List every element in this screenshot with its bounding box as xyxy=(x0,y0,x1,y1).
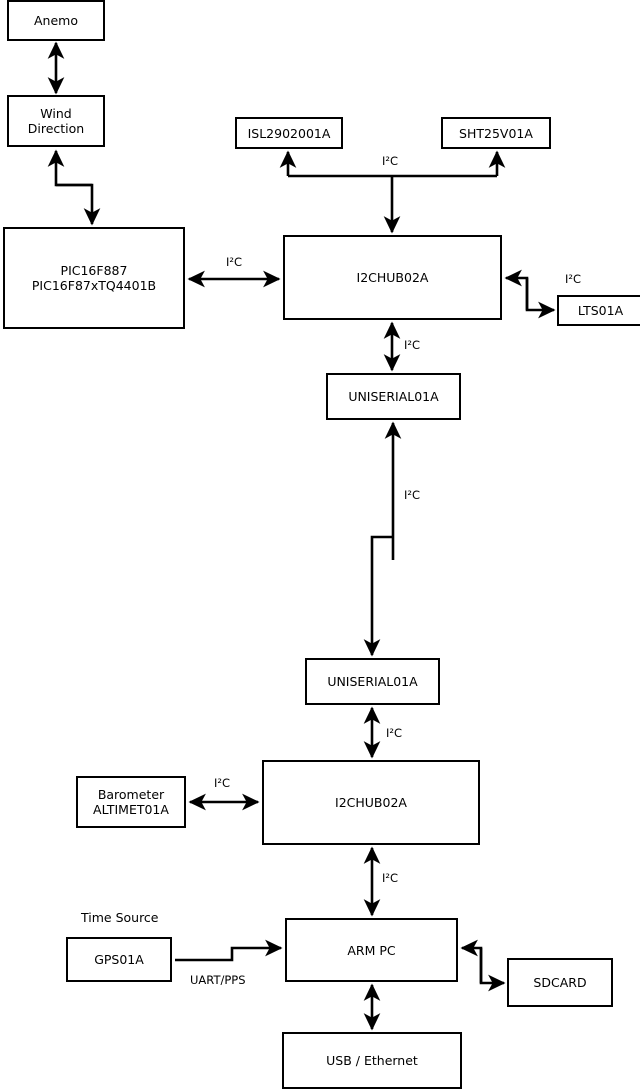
edge-label-uniserial-link: I²C xyxy=(404,488,421,502)
node-isl2902001a-label: ISL2902001A xyxy=(247,125,331,141)
wire-wind-pic-down xyxy=(56,183,101,226)
edge-label-uniserial-hub-bot: I²C xyxy=(386,726,403,740)
node-barometer-altimet01a-label: Barometer ALTIMET01A xyxy=(93,787,169,817)
edge-label-isl-sht-bus: I²C xyxy=(382,154,399,168)
node-uniserial01a-bottom[interactable]: UNISERIAL01A xyxy=(305,658,440,705)
edge-label-pic-hub: I²C xyxy=(226,255,243,269)
node-isl2902001a[interactable]: ISL2902001A xyxy=(235,117,343,149)
node-pic-microcontroller[interactable]: PIC16F887 PIC16F87xTQ4401B xyxy=(3,227,185,329)
node-gps01a[interactable]: GPS01A xyxy=(66,937,172,982)
node-wind-direction-label: Wind Direction xyxy=(27,106,85,136)
edge-label-hub-armpc: I²C xyxy=(382,871,399,885)
node-i2chub02a-top[interactable]: I2CHUB02A xyxy=(283,235,502,320)
wire-uniserial-link-down xyxy=(363,535,393,657)
node-lts01a[interactable]: LTS01A xyxy=(557,295,640,326)
label-time-source: Time Source xyxy=(81,910,159,925)
node-arm-pc-label: ARM PC xyxy=(347,942,396,958)
edge-label-gps-armpc: UART/PPS xyxy=(190,973,246,987)
node-sdcard[interactable]: SDCARD xyxy=(507,958,613,1007)
node-gps01a-label: GPS01A xyxy=(94,952,144,967)
node-arm-pc[interactable]: ARM PC xyxy=(285,918,458,982)
node-sht25v01a-label: SHT25V01A xyxy=(459,125,533,141)
node-wind-direction[interactable]: Wind Direction xyxy=(7,95,105,147)
wire-armpc-to-sdcard xyxy=(479,948,506,992)
edge-label-barometer-hub: I²C xyxy=(214,776,231,790)
node-sht25v01a[interactable]: SHT25V01A xyxy=(441,117,551,149)
node-i2chub02a-bottom[interactable]: I2CHUB02A xyxy=(262,760,480,845)
edge-label-hub-uniserial: I²C xyxy=(404,338,421,352)
node-sdcard-label: SDCARD xyxy=(533,975,587,990)
wire-wind-pic-up xyxy=(47,149,92,187)
node-barometer-altimet01a[interactable]: Barometer ALTIMET01A xyxy=(76,776,186,828)
node-uniserial01a-bottom-label: UNISERIAL01A xyxy=(327,674,418,689)
node-lts01a-label: LTS01A xyxy=(577,303,624,318)
wire-lts-to-hub xyxy=(504,269,529,310)
wire-hub-to-lts xyxy=(525,278,556,319)
wire-sdcard-to-armpc xyxy=(460,939,483,983)
node-uniserial01a-top[interactable]: UNISERIAL01A xyxy=(326,373,461,420)
node-i2chub02a-top-label: I2CHUB02A xyxy=(356,270,429,285)
node-usb-ethernet-label: USB / Ethernet xyxy=(326,1053,418,1068)
node-pic-microcontroller-label: PIC16F887 PIC16F87xTQ4401B xyxy=(31,263,157,293)
node-i2chub02a-bottom-label: I2CHUB02A xyxy=(335,795,407,810)
node-anemo[interactable]: Anemo xyxy=(7,0,105,41)
node-uniserial01a-top-label: UNISERIAL01A xyxy=(348,389,439,404)
node-anemo-label: Anemo xyxy=(34,13,78,28)
node-usb-ethernet[interactable]: USB / Ethernet xyxy=(282,1032,462,1089)
edge-label-hub-lts: I²C xyxy=(565,272,582,286)
wire-gps-armpc xyxy=(175,939,283,962)
